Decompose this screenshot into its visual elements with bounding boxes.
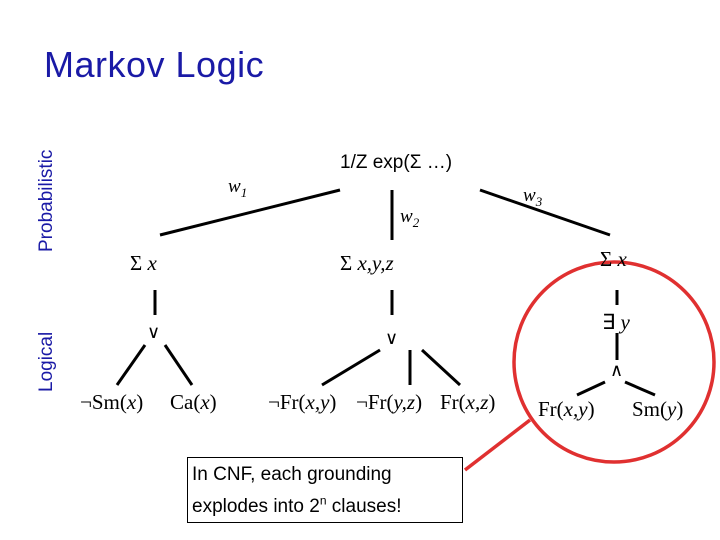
edge-left-or-l1: [115, 344, 147, 386]
right-sum-node: Σ x: [600, 247, 627, 271]
page-title: Markov Logic: [44, 44, 265, 85]
left-sum-node: Σ x: [130, 251, 157, 275]
root-node: 1/Z exp(Σ …): [340, 152, 453, 173]
leaf-fr-xy: Fr(x,y): [538, 397, 595, 421]
edge-right-and-l1: [576, 380, 606, 397]
cnf-note-line-1: In CNF, each grounding: [192, 464, 392, 485]
weight-w3: w3: [523, 185, 543, 209]
weight-w1: w1: [228, 176, 248, 200]
cnf-note-box: In CNF, each grounding explodes into 2n …: [187, 457, 463, 523]
leaf-fr-xz: Fr(x,z): [440, 390, 496, 414]
edge-left-or-l2: [163, 344, 194, 386]
leaf-sm-y: Sm(y): [632, 397, 684, 421]
leaf-not-fr-xy: ¬Fr(x,y): [268, 390, 337, 414]
edge-root-w3: [479, 188, 611, 237]
middle-or-node: ∨: [385, 328, 399, 349]
weight-w2: w2: [400, 206, 420, 230]
edge-root-w1: [159, 188, 341, 237]
edge-right-and-l2: [624, 380, 656, 397]
edge-mid-or-l1: [321, 348, 381, 387]
leaf-not-sm-x: ¬Sm(x): [80, 390, 144, 414]
cnf-note-line-2: explodes into 2n clauses!: [192, 494, 402, 518]
highlight-connector: [463, 418, 532, 472]
and-node: ∧: [610, 360, 624, 381]
leaf-ca-x: Ca(x): [170, 390, 217, 414]
left-or-node: ∨: [147, 322, 161, 343]
highlight-circle: [512, 260, 716, 464]
leaf-not-fr-yz: ¬Fr(y,z): [356, 390, 423, 414]
middle-sum-node: Σ x,y,z: [340, 251, 394, 275]
edge-mid-or-l3: [420, 348, 462, 387]
exists-node: ∃ y: [602, 310, 630, 334]
